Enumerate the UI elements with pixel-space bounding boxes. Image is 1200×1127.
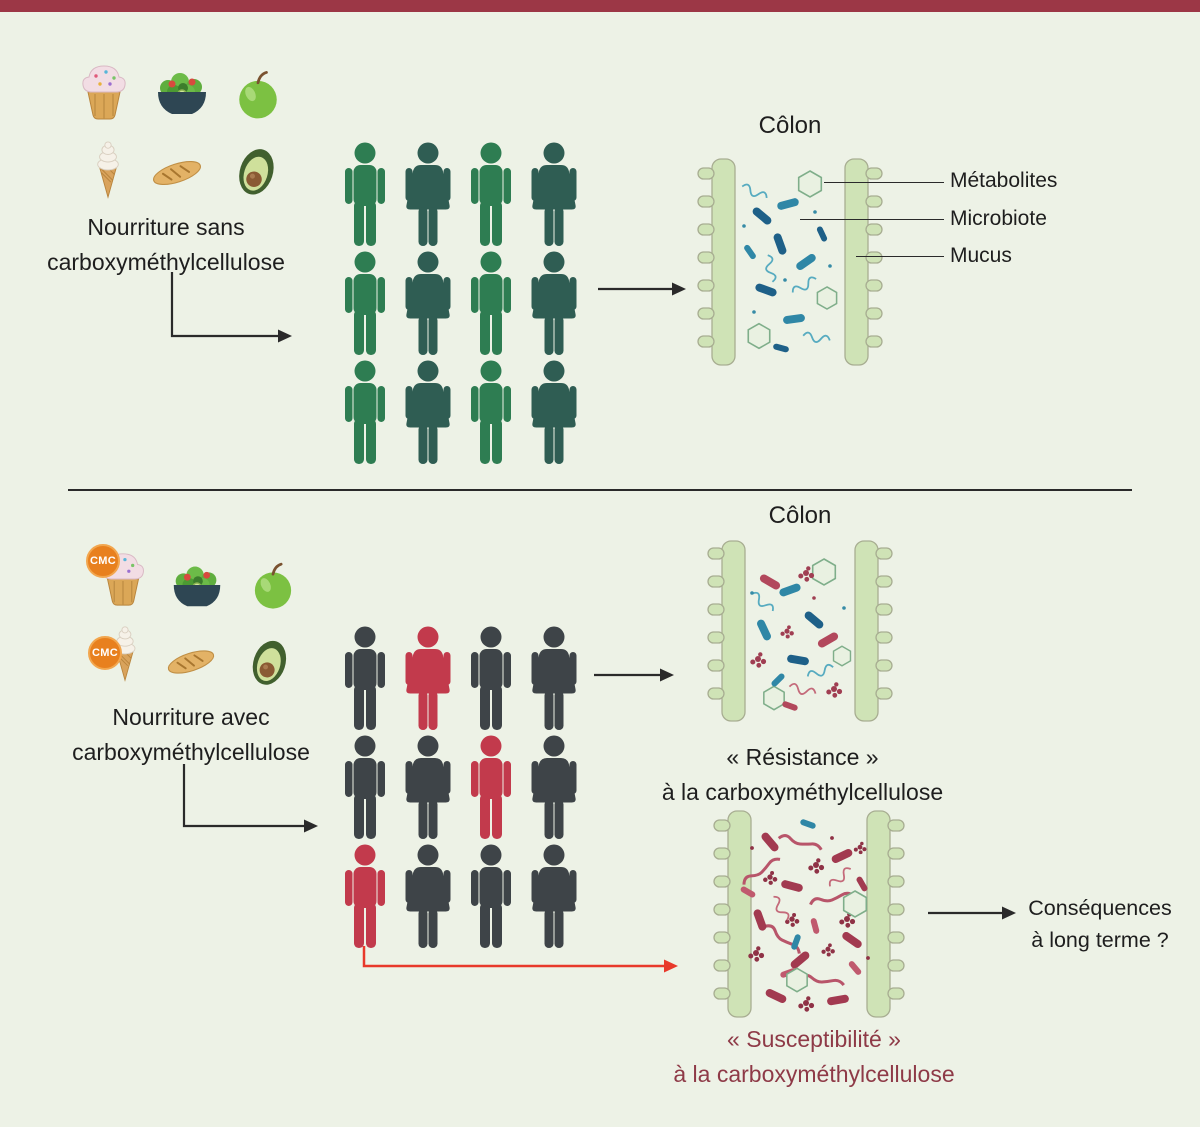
metabolites-pointer-line (824, 182, 944, 183)
avocado-icon (239, 149, 274, 195)
microbiote-pointer-line (800, 219, 944, 220)
person-figure-female (531, 735, 577, 839)
arrow-people-to-resistance-colon (594, 668, 674, 682)
top-border-bar (0, 0, 1200, 12)
person-figure-male (471, 251, 511, 355)
person-figure-female (531, 360, 577, 464)
person-figure-female (405, 142, 451, 246)
cmc-badge: CMC (86, 544, 120, 578)
person-figure-male (345, 844, 385, 948)
person-figure-male (345, 142, 385, 246)
avocado-icon (252, 640, 287, 685)
person-figure-female (405, 251, 451, 355)
population-group-bottom (336, 626, 583, 950)
person-figure-male (345, 735, 385, 839)
baguette-icon (167, 650, 215, 674)
food-without-cmc-label: Nourriture sans carboxyméthylcellulose (47, 214, 285, 275)
person-figure-male (471, 142, 511, 246)
baguette-icon (153, 160, 201, 186)
salad-icon (173, 566, 221, 607)
green-apple-icon (239, 71, 277, 119)
microbiota-healthy (739, 170, 838, 353)
arrow-susceptible-red (362, 946, 678, 973)
microbiota-susceptible (739, 818, 870, 1012)
arrow-food-to-people-top (170, 272, 292, 343)
person-figure-female (405, 626, 451, 730)
colon-title-top: Côlon (758, 112, 822, 139)
person-figure-female (531, 626, 577, 730)
person-figure-female (405, 735, 451, 839)
colon-diagram-resistance (707, 540, 893, 722)
person-figure-male (471, 735, 511, 839)
person-figure-female (405, 844, 451, 948)
cupcake-icon (82, 65, 126, 120)
person-figure-female (531, 142, 577, 246)
colon-diagram-healthy (697, 158, 883, 366)
microbiote-label: Microbiote (950, 207, 1047, 230)
section-divider (68, 489, 1132, 491)
resistance-label: « Résistance » à la carboxyméthylcellulo… (661, 744, 944, 805)
person-figure-male (345, 360, 385, 464)
cmc-badge: CMC (88, 636, 122, 670)
arrow-food-to-people-bottom (182, 764, 318, 833)
mucus-pointer-line (856, 256, 944, 257)
person-figure-female (531, 251, 577, 355)
consequences-label: Conséquences à long terme ? (1028, 896, 1172, 953)
person-figure-male (345, 251, 385, 355)
mucus-label: Mucus (950, 244, 1012, 267)
microbiota-resistance (748, 558, 852, 712)
person-figure-male (471, 360, 511, 464)
susceptibility-label: « Susceptibilité » à la carboxyméthylcel… (673, 1026, 955, 1087)
metabolites-label: Métabolites (950, 169, 1058, 192)
person-figure-female (405, 360, 451, 464)
person-figure-male (471, 626, 511, 730)
arrow-people-to-colon-top (598, 282, 686, 296)
person-figure-male (471, 844, 511, 948)
colon-diagram-susceptible (713, 810, 905, 1018)
person-figure-male (345, 626, 385, 730)
colon-title-bottom: Côlon (768, 502, 832, 529)
icecream-icon (114, 626, 136, 682)
food-with-cmc-label: Nourriture avec carboxyméthylcellulose (72, 704, 310, 765)
arrow-to-consequences (928, 906, 1016, 920)
icecream-icon (97, 141, 119, 199)
green-apple-icon (254, 562, 292, 609)
salad-icon (158, 73, 206, 114)
person-figure-female (531, 844, 577, 948)
population-group-top (336, 142, 583, 466)
